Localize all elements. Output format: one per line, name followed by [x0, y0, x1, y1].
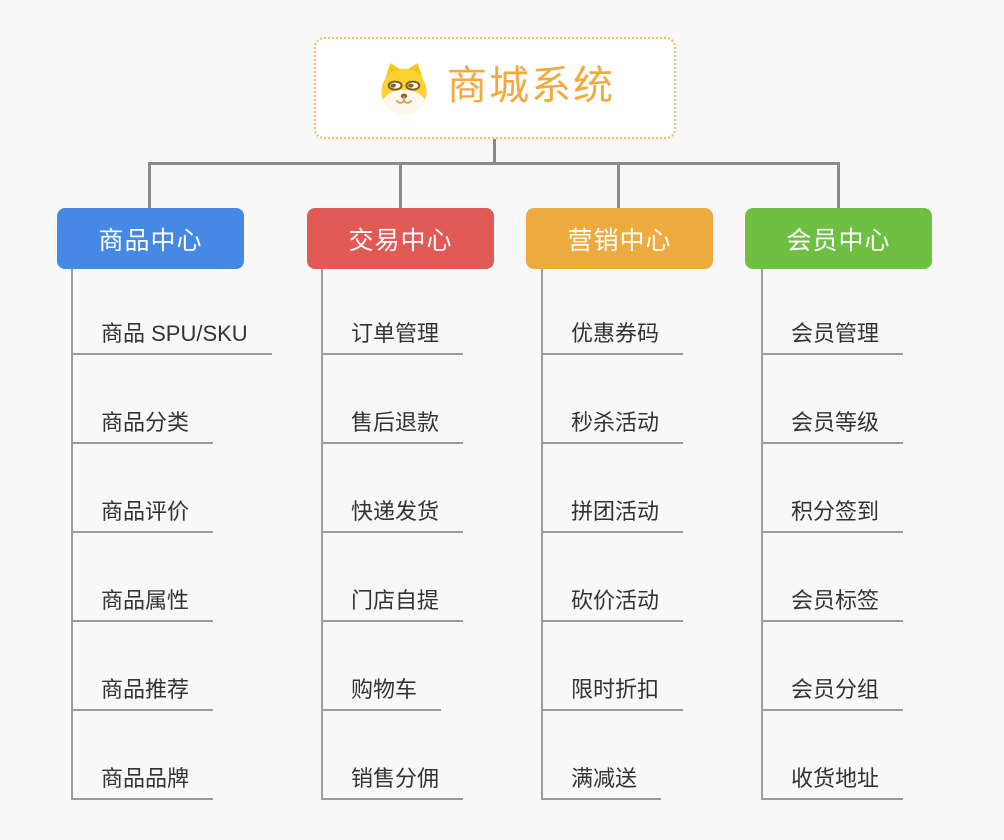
branch-items-members: 会员管理 会员等级 积分签到 会员标签 会员分组 收货地址 [761, 266, 904, 800]
leaf-item[interactable]: 商品推荐 [71, 622, 214, 711]
connector-drop-marketing [617, 164, 620, 208]
branch-label: 交易中心 [348, 226, 453, 255]
branch-items-trade: 订单管理 售后退款 快递发货 门店自提 购物车 销售分佣 [321, 266, 464, 800]
leaf-item[interactable]: 会员管理 [761, 266, 904, 355]
connector-bus [148, 162, 840, 165]
branch-node-products[interactable]: 商品中心 [57, 208, 244, 269]
leaf-item[interactable]: 商品品牌 [71, 711, 214, 800]
branch-items-marketing: 优惠券码 秒杀活动 拼团活动 砍价活动 限时折扣 满减送 [541, 266, 684, 800]
connector-trunk-marketing [541, 269, 543, 800]
branch-label: 会员中心 [786, 226, 891, 255]
leaf-item[interactable]: 限时折扣 [541, 622, 684, 711]
leaf-item[interactable]: 满减送 [541, 711, 662, 800]
leaf-item[interactable]: 会员等级 [761, 355, 904, 444]
leaf-item[interactable]: 商品属性 [71, 533, 214, 622]
connector-trunk-products [71, 269, 73, 800]
branch-node-marketing[interactable]: 营销中心 [526, 208, 713, 269]
leaf-item[interactable]: 会员标签 [761, 533, 904, 622]
leaf-item[interactable]: 积分签到 [761, 444, 904, 533]
leaf-item[interactable]: 秒杀活动 [541, 355, 684, 444]
leaf-item[interactable]: 拼团活动 [541, 444, 684, 533]
branch-label: 营销中心 [567, 226, 672, 255]
leaf-item[interactable]: 快递发货 [321, 444, 464, 533]
leaf-item[interactable]: 售后退款 [321, 355, 464, 444]
leaf-item[interactable]: 砍价活动 [541, 533, 684, 622]
connector-drop-members [837, 164, 840, 208]
branch-label: 商品中心 [98, 226, 203, 255]
leaf-item[interactable]: 商品分类 [71, 355, 214, 444]
leaf-item[interactable]: 会员分组 [761, 622, 904, 711]
connector-root-drop [493, 138, 496, 164]
connector-trunk-members [761, 269, 763, 800]
leaf-item[interactable]: 商品 SPU/SKU [71, 266, 272, 355]
leaf-item[interactable]: 销售分佣 [321, 711, 464, 800]
branch-node-members[interactable]: 会员中心 [745, 208, 932, 269]
leaf-item[interactable]: 订单管理 [321, 266, 464, 355]
connector-trunk-trade [321, 269, 323, 800]
connector-drop-products [148, 164, 151, 208]
doge-dog-icon [375, 59, 433, 117]
root-title: 商城系统 [447, 64, 615, 108]
branch-node-trade[interactable]: 交易中心 [307, 208, 494, 269]
leaf-item[interactable]: 收货地址 [761, 711, 904, 800]
leaf-item[interactable]: 购物车 [321, 622, 442, 711]
root-node[interactable]: 商城系统 [314, 37, 676, 139]
connector-drop-trade [399, 164, 402, 208]
leaf-item[interactable]: 门店自提 [321, 533, 464, 622]
leaf-item[interactable]: 优惠券码 [541, 266, 684, 355]
leaf-item[interactable]: 商品评价 [71, 444, 214, 533]
branch-items-products: 商品 SPU/SKU 商品分类 商品评价 商品属性 商品推荐 商品品牌 [71, 266, 272, 800]
